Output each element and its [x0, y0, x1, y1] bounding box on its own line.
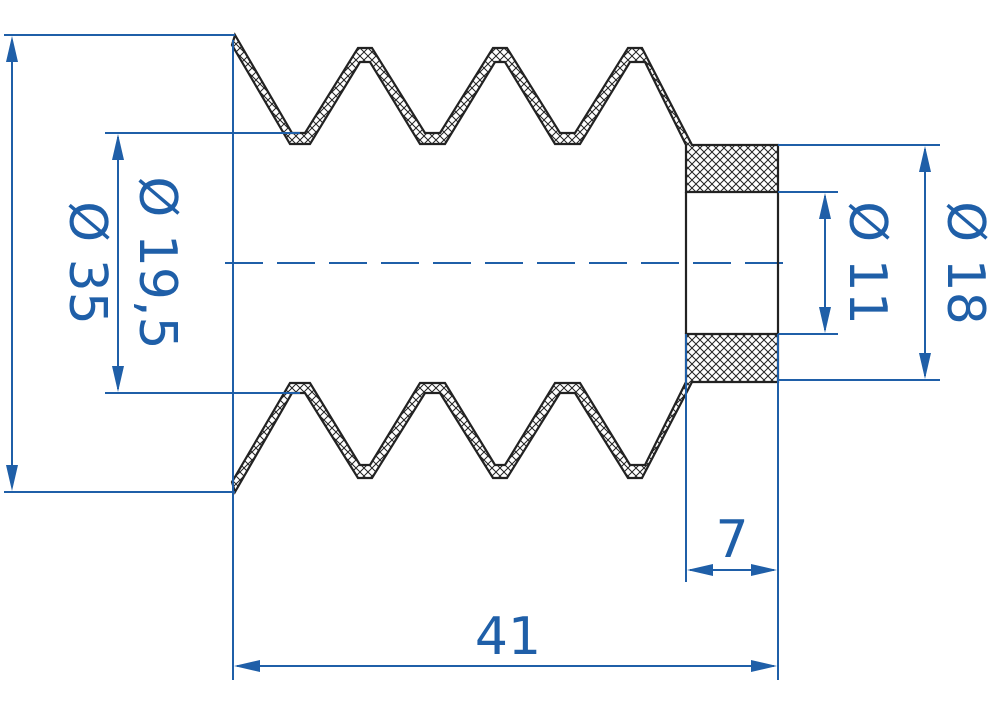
total-length-label: 41 [475, 607, 541, 667]
collar-length-label: 7 [715, 510, 748, 570]
collar-length-arrow-right [751, 564, 777, 576]
collar-length-arrow-left [687, 564, 713, 576]
bore-diameter-arrow-top [819, 193, 831, 219]
outer-diameter-label: Ø 35 [57, 201, 117, 325]
total-length-arrow-right [751, 660, 777, 672]
collar-diameter-label: Ø 18 [935, 201, 995, 325]
inner-diameter-label: Ø 19,5 [127, 176, 187, 349]
inner-diameter-arrow-top [112, 134, 124, 160]
collar-diameter-arrow-top [919, 146, 931, 172]
total-length-arrow-left [234, 660, 260, 672]
outer-diameter-arrow-top [6, 36, 18, 62]
bore-diameter-label: Ø 11 [837, 201, 897, 325]
upper-bellows-wall [230, 32, 780, 194]
collar-diameter-arrow-bottom [919, 353, 931, 379]
outer-diameter-arrow-bottom [6, 465, 18, 491]
bore-diameter-arrow-bottom [819, 307, 831, 333]
lower-bellows-wall [230, 332, 780, 495]
inner-diameter-arrow-bottom [112, 366, 124, 392]
